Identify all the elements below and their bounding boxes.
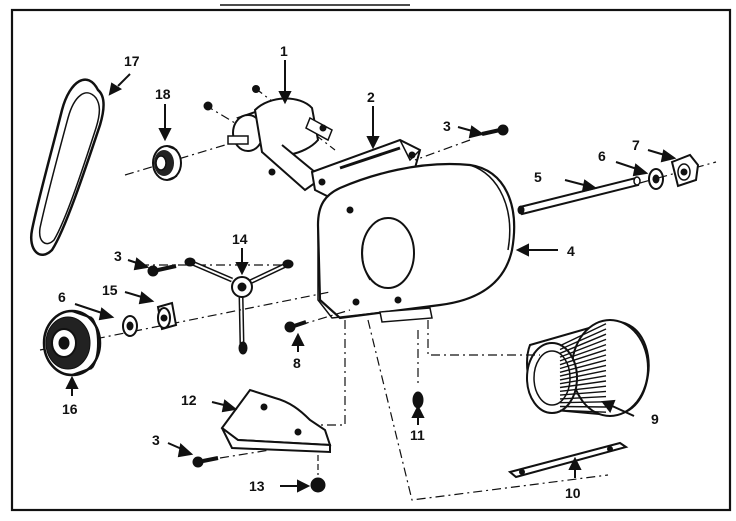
- blower-wheel-part-9: [526, 319, 650, 417]
- label-part-2: 2: [367, 89, 375, 105]
- leader-arrows: [65, 60, 677, 493]
- label-part-13: 13: [249, 478, 265, 494]
- label-part-5: 5: [534, 169, 542, 185]
- wheel-vane: [559, 323, 607, 347]
- label-part-16: 16: [62, 401, 78, 417]
- wheel-vane: [559, 343, 607, 362]
- wheel-vane: [559, 359, 607, 373]
- bearing-sleeve-part-15: [39, 291, 331, 351]
- screw-part-8: [284, 309, 351, 333]
- label-part-6-right: 6: [598, 148, 606, 164]
- wheel-vane: [559, 349, 607, 366]
- label-part-6-left: 6: [58, 289, 66, 305]
- assembly-lines: [320, 319, 609, 501]
- label-part-10: 10: [565, 485, 581, 501]
- belt-part-17: [29, 78, 105, 256]
- part-number-labels: 1 2 3 4 5 6 7 17 18 14 3 15 6 16 8 12 3 …: [58, 43, 659, 501]
- label-part-8: 8: [293, 355, 301, 371]
- wheel-vane: [559, 354, 607, 370]
- label-part-4: 4: [567, 243, 575, 259]
- diagram-border: [10, 8, 732, 512]
- label-part-1: 1: [280, 43, 288, 59]
- rail-part-10: [507, 441, 629, 479]
- nut-part-13: [310, 455, 326, 493]
- wheel-vane: [559, 375, 607, 385]
- wheel-vane: [559, 390, 607, 396]
- label-part-3-left: 3: [114, 248, 122, 264]
- screw-part-11: [412, 330, 424, 409]
- wheel-vane: [559, 405, 607, 408]
- inlet-ring-part-16: [42, 309, 102, 377]
- wheel-vane: [559, 409, 607, 413]
- label-part-7: 7: [632, 137, 640, 153]
- label-part-3-bottom: 3: [152, 432, 160, 448]
- bearing-part-7: [639, 153, 717, 188]
- label-part-14: 14: [232, 231, 248, 247]
- label-part-15: 15: [102, 282, 118, 298]
- motor-part-1: [203, 85, 336, 192]
- washer-part-6-left: [122, 315, 138, 337]
- wheel-vane: [559, 380, 607, 389]
- blower-housing-part-4: [316, 162, 516, 323]
- wheel-vane: [559, 401, 607, 404]
- washer-part-6-right: [648, 168, 664, 190]
- label-part-3-top: 3: [443, 118, 451, 134]
- wheel-vane: [559, 328, 607, 351]
- pulley-part-18: [124, 141, 236, 181]
- wheel-vane: [559, 369, 607, 381]
- wheel-vane: [559, 385, 607, 392]
- shaft-part-5: [517, 176, 641, 216]
- label-part-18: 18: [155, 86, 171, 102]
- label-part-9: 9: [651, 411, 659, 427]
- label-part-12: 12: [181, 392, 197, 408]
- support-bracket-part-12: [220, 388, 332, 454]
- screw-part-3-top: [414, 124, 509, 161]
- label-part-17: 17: [124, 53, 140, 69]
- wheel-vane: [559, 338, 607, 358]
- wheel-vane: [559, 333, 607, 354]
- label-part-11: 11: [410, 427, 425, 443]
- wheel-vane: [559, 364, 607, 377]
- screw-part-3-left: [147, 264, 177, 277]
- wheel-vane: [559, 395, 607, 400]
- spider-bracket-part-14: [140, 257, 294, 355]
- screw-part-3-bottom: [192, 449, 271, 468]
